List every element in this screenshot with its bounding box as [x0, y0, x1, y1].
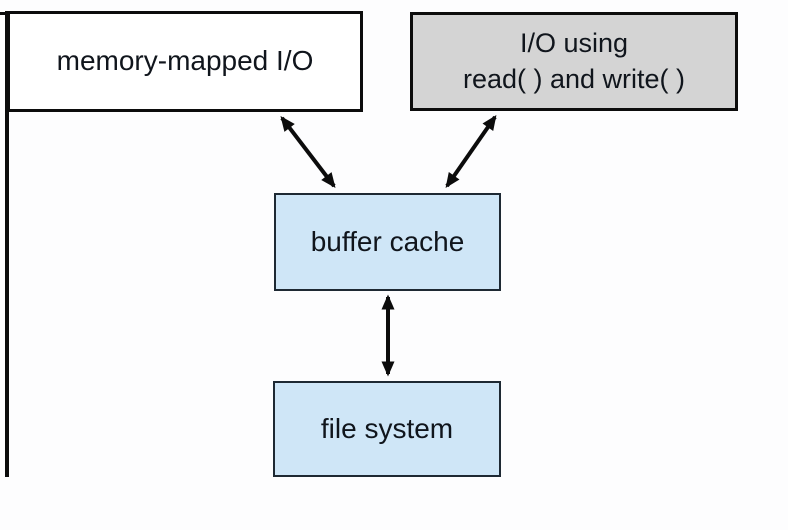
- box-io-read-write-label-line1: I/O using: [519, 27, 629, 58]
- arrow-io-read-write-to-buffer-cache: [445, 114, 497, 189]
- box-buffer-cache-label: buffer cache: [310, 225, 465, 257]
- box-buffer-cache: buffer cache: [274, 193, 501, 291]
- box-memory-mapped-io-label: memory-mapped I/O: [56, 45, 314, 77]
- box-file-system: file system: [273, 381, 501, 477]
- box-io-read-write-label-line2: read( ) and write( ): [462, 63, 686, 94]
- arrow-memory-mapped-io-to-buffer-cache: [280, 116, 336, 188]
- box-io-read-write: I/O using read( ) and write( ): [410, 12, 738, 111]
- box-memory-mapped-io: memory-mapped I/O: [7, 11, 363, 112]
- box-file-system-label: file system: [320, 412, 454, 444]
- left-border-rule: [5, 11, 9, 477]
